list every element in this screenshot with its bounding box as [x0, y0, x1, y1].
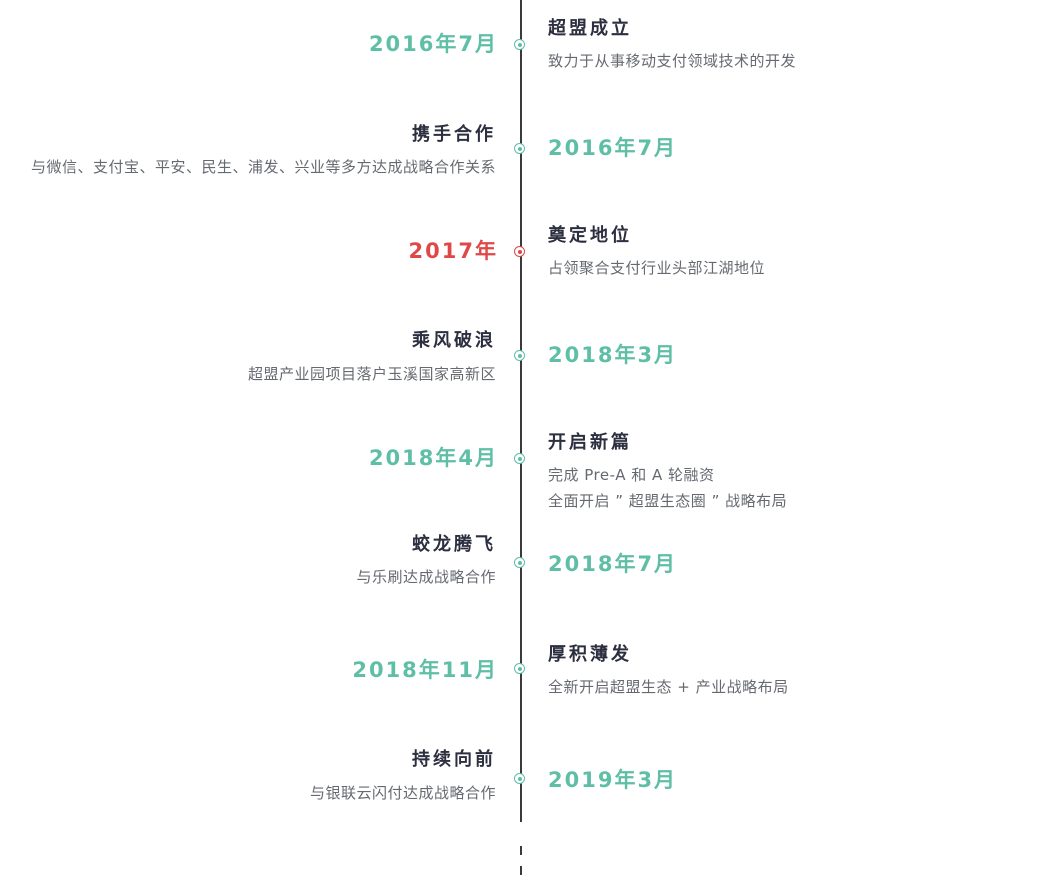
timeline-node-highlight	[514, 246, 525, 257]
timeline-date: 2016年7月	[548, 136, 678, 160]
timeline-date: 2018年3月	[548, 343, 678, 367]
timeline-date: 2018年11月	[352, 658, 498, 682]
timeline-desc: 与银联云闪付达成战略合作	[309, 784, 496, 802]
timeline-date: 2017年	[408, 239, 498, 263]
timeline-node	[514, 350, 525, 361]
timeline-node	[514, 773, 525, 784]
timeline-desc: 超盟产业园项目落户玉溪国家高新区	[247, 365, 496, 383]
timeline-node	[514, 453, 525, 464]
timeline-date: 2019年3月	[548, 768, 678, 792]
timeline-node	[514, 39, 525, 50]
timeline-title: 超盟成立	[548, 18, 632, 39]
timeline-desc: 完成 Pre-A 和 A 轮融资	[548, 466, 715, 484]
timeline-title: 蛟龙腾飞	[412, 534, 496, 555]
timeline-date: 2016年7月	[368, 32, 498, 56]
timeline-desc: 与微信、支付宝、平安、民生、浦发、兴业等多方达成战略合作关系	[30, 158, 496, 176]
timeline-desc: 全面开启 ” 超盟生态圈 ” 战略布局	[548, 492, 788, 510]
timeline-desc: 全新开启超盟生态 + 产业战略布局	[548, 678, 789, 696]
timeline-title: 厚积薄发	[548, 644, 632, 665]
timeline-title: 乘风破浪	[412, 330, 496, 351]
timeline-title: 持续向前	[412, 749, 496, 770]
timeline-node	[514, 663, 525, 674]
timeline-title: 奠定地位	[548, 225, 632, 246]
timeline-title: 携手合作	[412, 124, 496, 145]
timeline-desc: 与乐刷达成战略合作	[356, 568, 496, 586]
timeline-date: 2018年7月	[548, 552, 678, 576]
timeline-axis-dash	[520, 866, 522, 875]
timeline-node	[514, 557, 525, 568]
timeline-axis	[520, 0, 522, 822]
timeline-node	[514, 143, 525, 154]
timeline-desc: 致力于从事移动支付领域技术的开发	[548, 52, 797, 70]
timeline-axis-dash	[520, 846, 522, 855]
timeline-date: 2018年4月	[368, 446, 498, 470]
timeline-title: 开启新篇	[548, 432, 632, 453]
timeline-desc: 占领聚合支付行业头部江湖地位	[548, 259, 766, 277]
